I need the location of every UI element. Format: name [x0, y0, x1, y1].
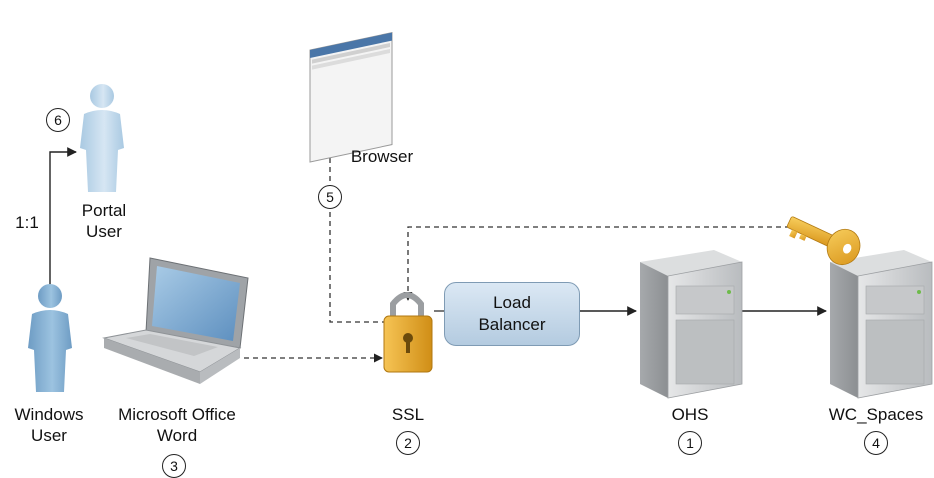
browser-window-icon	[309, 31, 393, 163]
step-badge-6: 6	[46, 108, 70, 132]
browser-to-ssl-arrow	[329, 158, 396, 327]
ms-word-label: Microsoft Office Word	[118, 405, 236, 445]
wcspaces-to-ssl-arrow	[403, 226, 790, 301]
edge-label-1to1: 1:1	[15, 213, 39, 232]
wcspaces-server-icon	[830, 250, 933, 399]
step-badge-1: 1	[678, 431, 702, 455]
step-badge-4: 4	[864, 431, 888, 455]
browser-label: Browser	[350, 147, 414, 166]
portal-user-label: Portal User	[81, 201, 127, 241]
windows-user-label: Windows User	[14, 405, 84, 445]
laptop-icon	[102, 257, 249, 384]
step-badge-3: 3	[162, 454, 186, 478]
padlock-icon	[383, 292, 433, 373]
wcspaces-label: WC_Spaces	[828, 405, 924, 424]
ssl-label: SSL	[391, 405, 425, 424]
windows-to-portal-arrow	[49, 147, 77, 290]
step-badge-2: 2	[396, 431, 420, 455]
step-badge-5: 5	[318, 185, 342, 209]
portal-user-icon	[80, 84, 124, 192]
key-icon	[786, 216, 861, 266]
ohs-label: OHS	[671, 405, 709, 424]
ohs-server-icon	[640, 250, 743, 399]
load-balancer-label: Load Balancer	[478, 293, 546, 334]
windows-user-icon	[28, 284, 72, 392]
load-balancer-box: Load Balancer	[444, 282, 580, 346]
